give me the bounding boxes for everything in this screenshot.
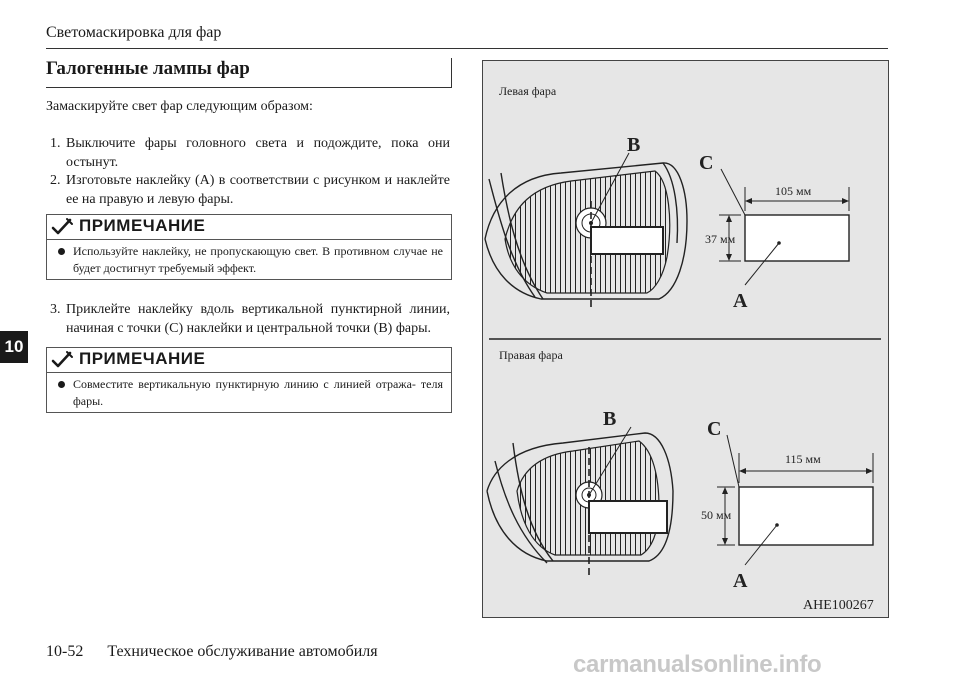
note-header: ПРИМЕЧАНИЕ	[47, 215, 451, 240]
left-letter-a: A	[733, 290, 748, 312]
section-rule-vertical	[451, 58, 452, 88]
left-letter-c: C	[699, 152, 713, 174]
section-rule-horizontal	[46, 87, 452, 88]
note-heading: ПРИМЕЧАНИЕ	[79, 216, 206, 235]
right-height-label: 50 мм	[701, 508, 732, 522]
chapter-tab: 10	[0, 331, 28, 363]
step-item: 1. Выключите фары головного света и подо…	[46, 134, 450, 172]
pencil-check-icon	[51, 218, 73, 235]
right-height-arrows	[722, 487, 728, 545]
step-number: 1.	[50, 136, 61, 151]
left-lamp-label: Левая фара	[499, 84, 557, 98]
right-width-label: 115 мм	[785, 452, 821, 466]
right-sticker-a	[738, 486, 874, 546]
bullet-icon	[58, 381, 65, 388]
bullet-icon	[58, 248, 65, 255]
left-sticker-a	[744, 214, 850, 262]
header-rule	[46, 48, 888, 49]
step-number: 2.	[50, 173, 61, 188]
step-text: Приклейте наклейку вдоль вертикальной пу…	[66, 302, 450, 336]
note-text: Совместите вертикальную пунктирную линию…	[73, 377, 443, 408]
right-letter-c: C	[707, 418, 721, 440]
left-height-label: 37 мм	[705, 232, 736, 246]
step-item: 3. Приклейте наклейку вдоль вертикальной…	[46, 300, 450, 338]
left-sticker-on-lamp	[590, 226, 664, 255]
right-leader-a	[744, 524, 778, 566]
pencil-check-icon	[51, 351, 73, 368]
left-width-label: 105 мм	[775, 184, 812, 198]
headlamp-figure: Левая фара B C 105 мм 37 мм A	[482, 60, 889, 618]
step-number: 3.	[50, 302, 61, 317]
note-text: Используйте наклейку, не пропускающую св…	[73, 244, 443, 275]
right-lamp-label: Правая фара	[499, 348, 563, 362]
note-content: Используйте наклейку, не пропускающую св…	[47, 240, 451, 281]
intro-text: Замаскируйте свет фар следующим образом:	[46, 99, 313, 114]
right-leader-c	[726, 434, 740, 488]
step-item: 2. Изготовьте наклейку (A) в соответстви…	[46, 171, 450, 209]
right-letter-b: B	[603, 408, 616, 430]
left-letter-b: B	[627, 134, 640, 156]
watermark: carmanualsonline.info	[573, 651, 822, 678]
note-content: Совместите вертикальную пунктирную линию…	[47, 373, 451, 414]
note-heading: ПРИМЕЧАНИЕ	[79, 349, 206, 368]
step-text: Выключите фары головного света и подожди…	[66, 136, 450, 170]
right-leader-b	[588, 426, 632, 496]
left-leader-a	[744, 242, 780, 286]
note-box: ПРИМЕЧАНИЕ Используйте наклейку, не проп…	[46, 214, 452, 280]
right-letter-a: A	[733, 570, 748, 592]
section-heading: Галогенные лампы фар	[46, 58, 452, 88]
step-text: Изготовьте наклейку (A) в соответствии с…	[66, 173, 450, 207]
left-leader-b	[590, 152, 630, 224]
right-sticker-on-lamp	[588, 500, 668, 534]
note-header: ПРИМЕЧАНИЕ	[47, 348, 451, 373]
note-box: ПРИМЕЧАНИЕ Совместите вертикальную пункт…	[46, 347, 452, 413]
footer-title: Техническое обслуживание автомобиля	[107, 643, 378, 660]
page-footer: 10-52 Техническое обслуживание автомобил…	[46, 643, 378, 661]
headlamp-diagram: Левая фара B C 105 мм 37 мм A	[484, 84, 881, 613]
figure-code: AHE100267	[803, 598, 874, 613]
section-title: Галогенные лампы фар	[46, 58, 250, 79]
running-header: Светомаскировка для фар	[46, 24, 222, 41]
left-leader-c	[720, 168, 746, 216]
page-number: 10-52	[46, 643, 84, 660]
